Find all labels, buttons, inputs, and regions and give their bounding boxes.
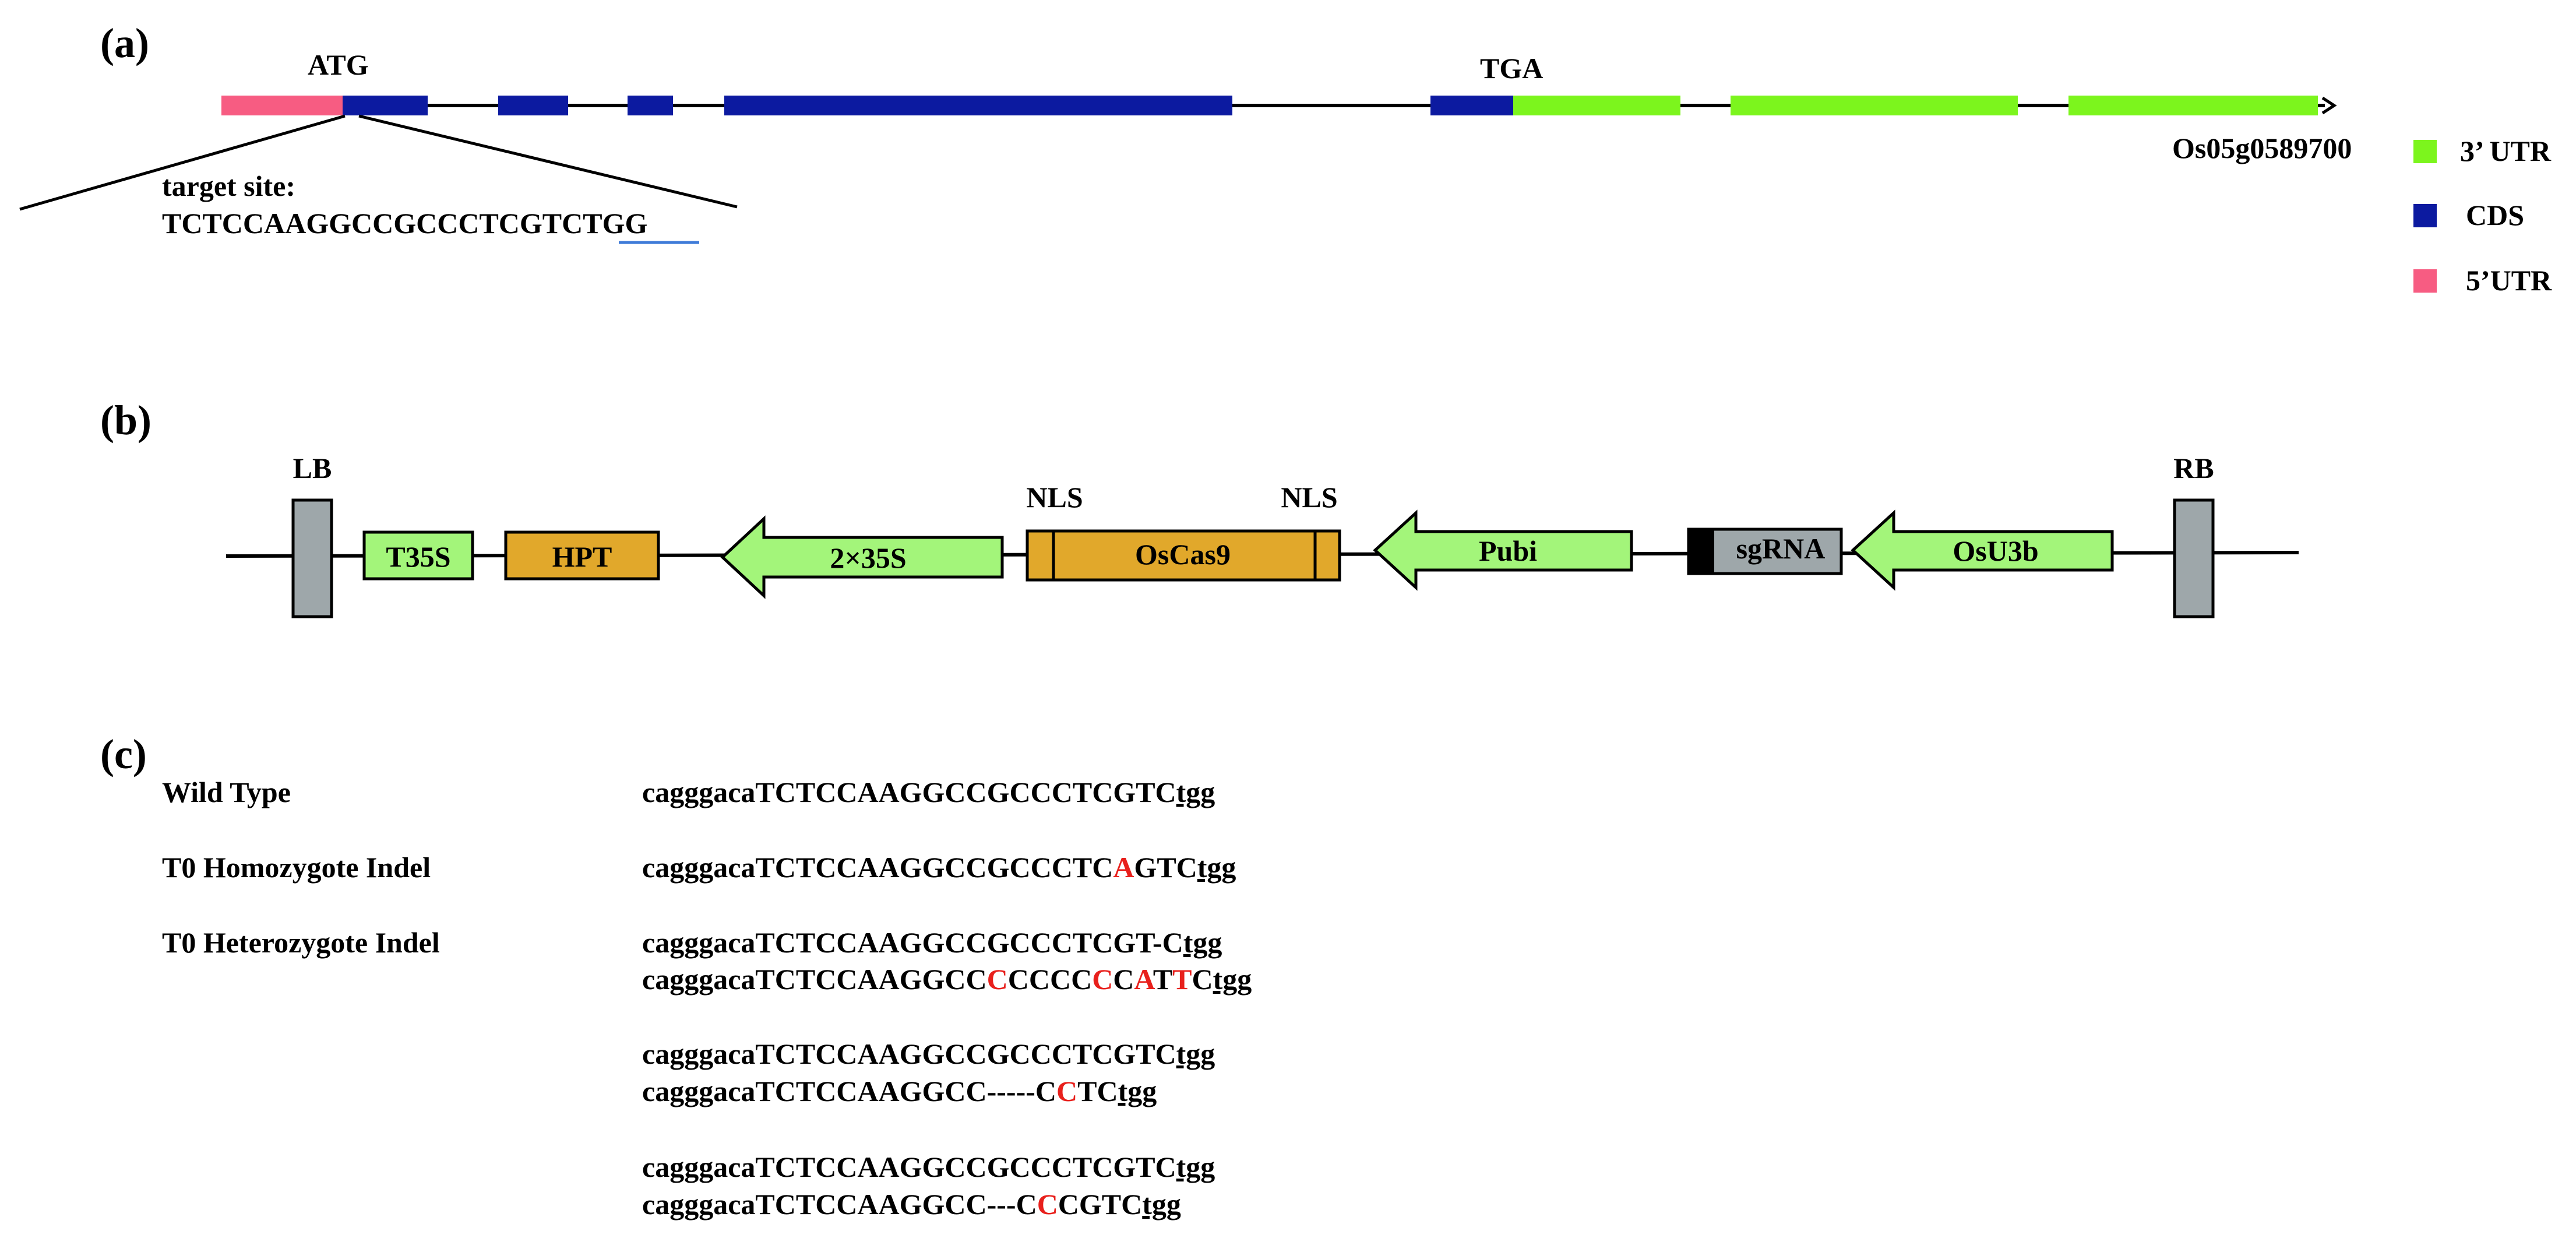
genotype-label: T0 Homozygote Indel: [162, 851, 431, 884]
rb-label: RB: [2173, 452, 2214, 484]
legend-label-utr5: 5’UTR: [2466, 264, 2552, 297]
mutated-base: A: [1113, 851, 1134, 884]
t35s-label: T35S: [386, 540, 450, 573]
sequence-segment: C: [1113, 963, 1134, 996]
mutated-base: C: [1092, 963, 1113, 996]
pam-motif: tgg: [1142, 1188, 1181, 1221]
pam-motif: tgg: [1118, 1075, 1157, 1107]
cds-exon: [1430, 96, 1513, 115]
pam-motif: tgg: [1197, 851, 1236, 884]
sequence-segment: cagggacaTCTCCAAGGCCGCCCTCGTC: [642, 776, 1176, 808]
sequence-segment: CCCC: [1008, 963, 1092, 996]
right-border-block: [2173, 498, 2215, 618]
pubi-promoter-arrow: [1373, 509, 1633, 591]
aligned-sequence: cagggacaTCTCCAAGGCC---CCCGTCtgg: [642, 1188, 1181, 1221]
genotype-label: T0 Heterozygote Indel: [162, 926, 440, 959]
pam-motif: tgg: [1176, 1151, 1215, 1183]
legend-label-cds: CDS: [2466, 199, 2524, 231]
sequence-segment: TC: [1077, 1075, 1118, 1107]
sequence-segment: CGTC: [1058, 1188, 1142, 1221]
target-site-sequence: TCTCCAAGGCCGCCCTCGTCTGG: [162, 207, 647, 240]
panel-a-label: (a): [100, 20, 149, 66]
cds-exon: [498, 96, 568, 115]
sequence-segment: cagggacaTCTCCAAGGCCGCCCTCGTC: [642, 1038, 1176, 1070]
pubi-label: Pubi: [1479, 534, 1537, 567]
left-border-block: [291, 498, 333, 618]
aligned-sequence: cagggacaTCTCCAAGGCCGCCCTCGT-Ctgg: [642, 926, 1222, 959]
stop-codon-label: TGA: [1480, 52, 1543, 85]
genotype-label: Wild Type: [162, 776, 291, 808]
aligned-sequence: cagggacaTCTCCAAGGCCGCCCTCGTCtgg: [642, 1038, 1215, 1070]
sgrna-spacer-block: [1690, 530, 1714, 572]
aligned-sequence: cagggacaTCTCCAAGGCCCCCCCCCATTCtgg: [642, 963, 1252, 996]
panel-c-label: (c): [100, 731, 147, 778]
cds-exon: [628, 96, 673, 115]
sequence-segment: cagggacaTCTCCAAGGCCGCCCTC: [642, 851, 1113, 884]
utr3-segment: [1731, 96, 2018, 115]
pam-motif: tgg: [1183, 926, 1222, 959]
legend-swatch-utr5: [2413, 269, 2437, 293]
zoom-line-right: [358, 114, 738, 209]
sequence-segment: C: [1192, 963, 1213, 996]
sequence-segment: cagggacaTCTCCAAGGCCGCCCTCGT-C: [642, 926, 1183, 959]
sequence-segment: cagggacaTCTCCAAGGCC: [642, 963, 987, 996]
aligned-sequence: cagggacaTCTCCAAGGCCGCCCTCGTCtgg: [642, 1151, 1215, 1183]
legend-swatch-utr3: [2413, 140, 2437, 163]
mutated-base: C: [1037, 1188, 1058, 1221]
osu3b-label: OsU3b: [1953, 534, 2038, 567]
sequence-segment: T: [1153, 963, 1172, 996]
promoter-2x35s-arrow: [720, 515, 1004, 599]
cds-exon: [343, 96, 428, 115]
utr3-segment: [2068, 96, 2318, 115]
osu3b-promoter-arrow: [1851, 509, 2114, 591]
sequence-segment: cagggacaTCTCCAAGGCC---C: [642, 1188, 1037, 1221]
legend-label-utr3: 3’ UTR: [2460, 135, 2552, 167]
utr5-segment: [221, 96, 343, 115]
hpt-label: HPT: [552, 540, 612, 573]
legend-swatch-cds: [2413, 204, 2437, 227]
sequence-segment: cagggacaTCTCCAAGGCC-----C: [642, 1075, 1056, 1107]
t35s-terminator: [362, 530, 474, 581]
sequence-segment: cagggacaTCTCCAAGGCCGCCCTCGTC: [642, 1151, 1176, 1183]
nls-right-label: NLS: [1281, 481, 1337, 514]
aligned-sequence: cagggacaTCTCCAAGGCCGCCCTCAGTCtgg: [642, 851, 1236, 884]
mutated-base: C: [1056, 1075, 1077, 1107]
sgrna-label: sgRNA: [1736, 532, 1826, 565]
mutated-base: A: [1134, 963, 1155, 996]
pam-motif: tgg: [1176, 776, 1215, 808]
nls-left-label: NLS: [1026, 481, 1083, 514]
cds-exon: [724, 96, 1232, 115]
target-site-title: target site:: [162, 170, 295, 202]
gene-direction-arrow: [2321, 96, 2337, 115]
zoom-line-left: [19, 114, 346, 211]
aligned-sequence: cagggacaTCTCCAAGGCC-----CCTCtgg: [642, 1075, 1157, 1107]
aligned-sequence: cagggacaTCTCCAAGGCCGCCCTCGTCtgg: [642, 776, 1215, 808]
start-codon-label: ATG: [308, 48, 369, 81]
oscas9-label: OsCas9: [1135, 538, 1231, 571]
mutated-base: C: [987, 963, 1008, 996]
lb-label: LB: [293, 452, 332, 484]
oscas9-gene: [1026, 529, 1341, 582]
panel-b-label: (b): [100, 397, 151, 444]
pam-motif: tgg: [1176, 1038, 1215, 1070]
pam-motif: tgg: [1213, 963, 1252, 996]
sequence-segment: GTC: [1134, 851, 1197, 884]
hpt-gene: [504, 530, 660, 581]
p35s-label: 2×35S: [830, 541, 906, 574]
gene-id-label: Os05g0589700: [2172, 132, 2352, 164]
mutated-base: T: [1172, 963, 1192, 996]
utr3-segment: [1513, 96, 1680, 115]
